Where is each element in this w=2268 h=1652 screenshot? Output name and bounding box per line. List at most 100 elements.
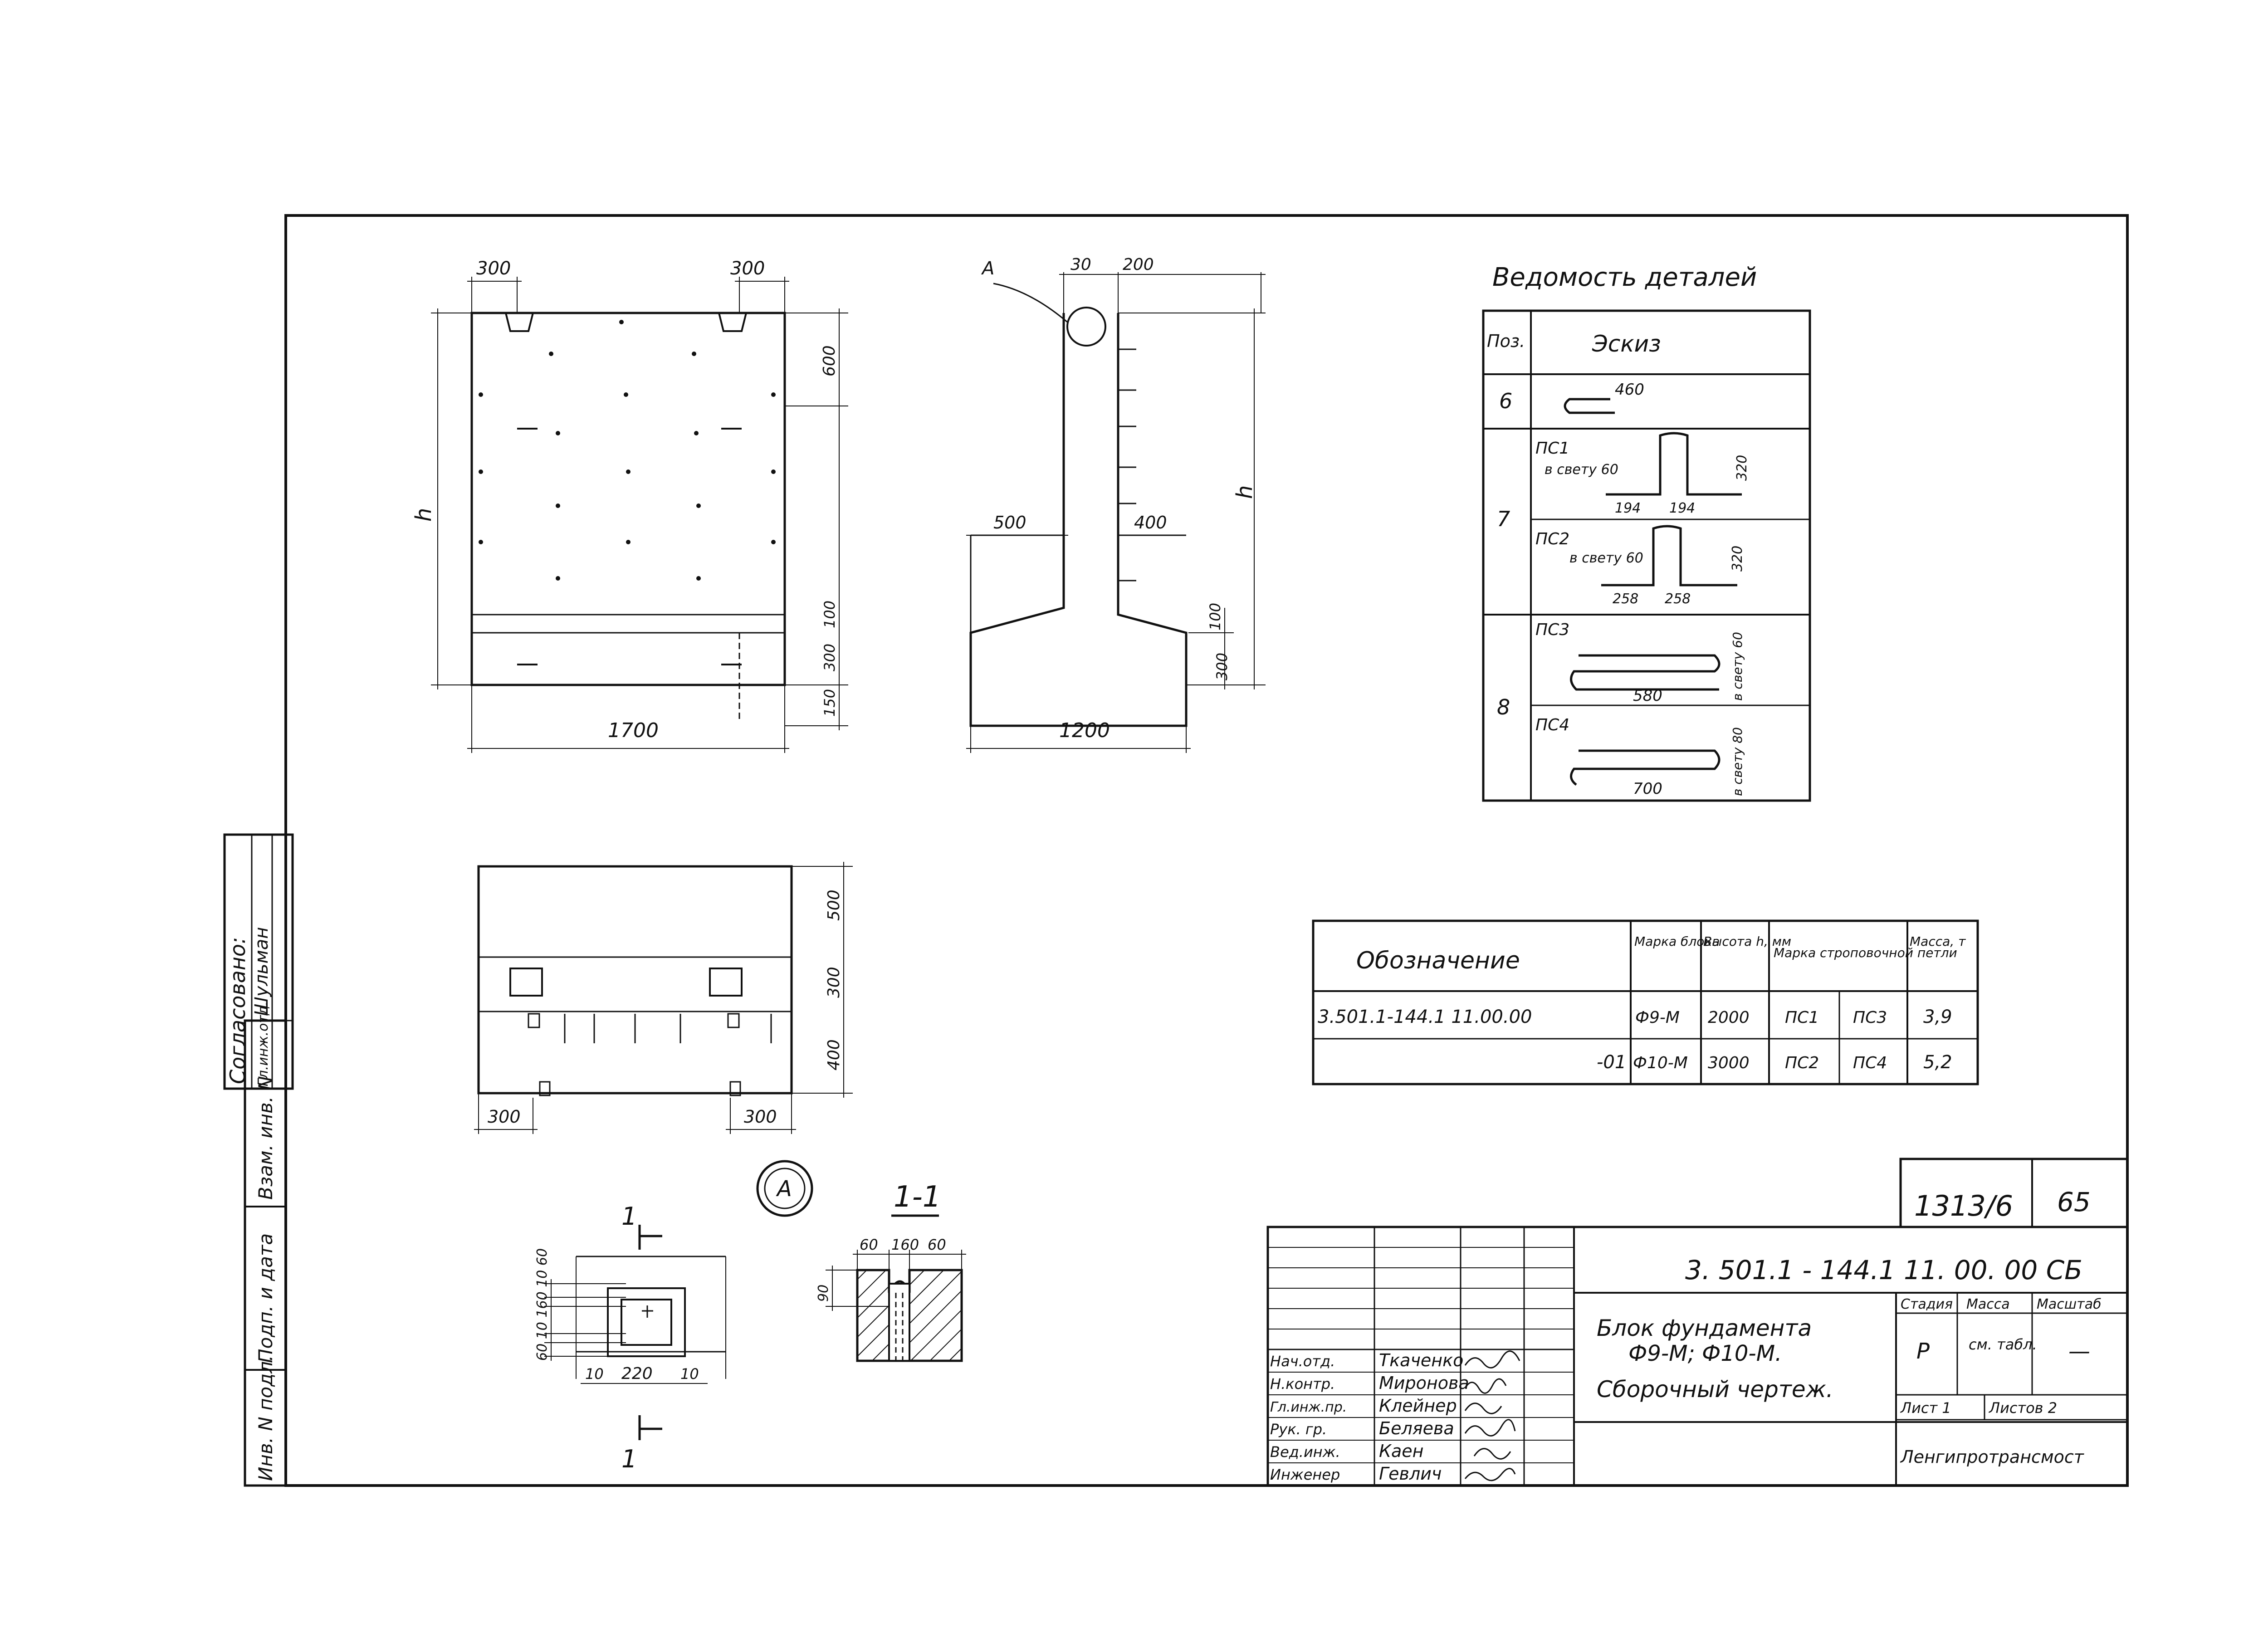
- parts-pc2-name: ПС2: [1535, 530, 1569, 548]
- marks-hdr-block: Марка блока: [1634, 934, 1720, 949]
- section-dim-160: 160: [891, 1236, 919, 1253]
- drawing-name-line2: Ф9-М; Ф10-М.: [1628, 1341, 1782, 1366]
- parts-col-sketch: Эскиз: [1592, 331, 1661, 357]
- person-6-role: Инженер: [1270, 1466, 1340, 1483]
- parts-row7-pos: 7: [1497, 507, 1510, 531]
- front-dim-top-right: 300: [730, 258, 765, 279]
- detail-section-mark-top: 1: [621, 1202, 637, 1231]
- parts-pc3-note: в свету 60: [1730, 632, 1745, 701]
- side-dim-100: 100: [1207, 603, 1224, 630]
- side-view: А 30 200 h 300 100 500 400 1200: [966, 255, 1266, 753]
- person-6-name: Гевлич: [1379, 1464, 1442, 1484]
- person-5-role: Вед.инж.: [1270, 1443, 1340, 1461]
- person-2-signature: [1464, 1378, 1507, 1394]
- parts-pc4-dim-len: 700: [1633, 780, 1662, 798]
- side-dim-500: 500: [993, 513, 1026, 533]
- title-block: Нач.отд. Ткаченко Н.контр. Миронова Гл.и…: [1266, 1226, 2129, 1487]
- side-dim-30: 30: [1070, 255, 1091, 274]
- side-dim-300: 300: [1213, 653, 1231, 680]
- title-left-grid: [1268, 1227, 1574, 1486]
- detail-dim-10-right: 10: [680, 1365, 699, 1383]
- parts-row6-pos: 6: [1499, 389, 1512, 413]
- parts-list: Ведомость деталей Поз. Эскиз 6 460 7 ПС1…: [1482, 263, 1811, 802]
- marks-row2-block: Ф10-М: [1633, 1054, 1688, 1072]
- sheet-frame: [284, 214, 2129, 1487]
- person-1-signature: [1464, 1350, 1520, 1369]
- marks-table: Обозначение Марка блока Высота h, мм Мар…: [1312, 919, 1979, 1085]
- side-rebar-ticks: [1118, 348, 1136, 582]
- top-dashed-lines: [564, 1014, 772, 1043]
- stage-value: Р: [1916, 1339, 1930, 1364]
- margin-replace-inv: Взам. инв. N: [254, 1076, 277, 1200]
- detail-a-marker: А: [776, 1176, 792, 1202]
- document-code: 3. 501.1 - 144.1 11. 00. 00 СБ: [1685, 1255, 2082, 1285]
- col-scale: Масштаб: [2037, 1296, 2102, 1312]
- marks-row1-height: 2000: [1708, 1008, 1750, 1027]
- marks-row1-block: Ф9-М: [1635, 1008, 1680, 1027]
- approval-title: Согласовано:: [225, 937, 250, 1084]
- marks-row2-height: 3000: [1708, 1054, 1750, 1072]
- parts-col-pos: Поз.: [1487, 331, 1525, 351]
- section-dim-60-left: 60: [860, 1236, 878, 1253]
- person-1-role: Нач.отд.: [1270, 1353, 1335, 1370]
- approval-role: Гл.инж.отд.: [255, 1002, 271, 1086]
- front-dim-top-left: 300: [476, 258, 511, 279]
- parts-pc4-name: ПС4: [1535, 716, 1569, 734]
- side-dim-400: 400: [1134, 513, 1167, 533]
- mass-value: см. табл.: [1969, 1336, 2037, 1353]
- person-4-role: Рук. гр.: [1270, 1421, 1327, 1438]
- front-dim-bottom: 1700: [608, 719, 659, 742]
- person-3-role: Гл.инж.пр.: [1270, 1399, 1347, 1415]
- parts-pc2-dim-a: 258: [1613, 591, 1638, 607]
- col-mass: Масса: [1966, 1296, 2010, 1312]
- person-3-signature: [1464, 1403, 1502, 1414]
- person-4-signature: [1464, 1419, 1516, 1437]
- scale-value: —: [2068, 1339, 2090, 1364]
- stamp-page: 65: [2057, 1187, 2091, 1217]
- front-dim-600: 600: [820, 345, 839, 376]
- side-callout-a: А: [981, 258, 994, 279]
- top-dim-bottom-left: 300: [488, 1107, 521, 1127]
- person-2-name: Миронова: [1379, 1373, 1469, 1393]
- parts-pc4-note: в свету 80: [1730, 727, 1745, 796]
- marks-row2-mass: 5,2: [1923, 1052, 1952, 1073]
- parts-pc1-name: ПС1: [1535, 439, 1569, 458]
- top-dim-bottom-right: 300: [744, 1107, 777, 1127]
- left-margin-strip: Инв. N подл. Подп. и дата Взам. инв. N: [244, 1019, 287, 1487]
- rebar-dots: [479, 320, 776, 581]
- section-dim-90: 90: [816, 1285, 831, 1302]
- marks-row1-loop2: ПС3: [1853, 1008, 1887, 1027]
- detail-dim-10-left: 10: [585, 1365, 604, 1383]
- drawing-name-line3: Сборочный чертеж.: [1597, 1376, 1833, 1403]
- stamp-number-box: 1313/6 65: [1899, 1158, 2129, 1228]
- stamp-number: 1313/6: [1914, 1189, 2013, 1222]
- marks-row1-mass: 3,9: [1923, 1007, 1952, 1027]
- margin-inv-no: Инв. N подл.: [254, 1355, 277, 1481]
- top-view: 500 300 400 300 300: [474, 862, 853, 1134]
- marks-row2-loop1: ПС2: [1785, 1054, 1819, 1072]
- marks-hdr-loop: Марка строповочной петли: [1774, 945, 1957, 960]
- drawing-name-line1: Блок фундамента: [1597, 1315, 1812, 1341]
- sheets-total: Листов 2: [1989, 1399, 2057, 1417]
- front-dim-100: 100: [821, 601, 838, 628]
- parts-pc1-dim-b: 194: [1669, 500, 1695, 516]
- section-1-1: 1-1 60 160 60 90: [816, 1180, 966, 1362]
- marks-hdr-height: Высота h, мм: [1703, 934, 1791, 949]
- parts-pc2-dim-h: 320: [1730, 546, 1745, 572]
- person-3-name: Клейнер: [1379, 1396, 1457, 1416]
- front-height-label: h: [411, 508, 436, 522]
- marks-hdr-designation: Обозначение: [1356, 947, 1520, 974]
- side-height-label: h: [1232, 485, 1257, 499]
- parts-pc3-name: ПС3: [1535, 621, 1569, 639]
- marks-row1-designation: 3.501.1-144.1 11.00.00: [1318, 1007, 1532, 1027]
- side-dim-bottom: 1200: [1059, 719, 1110, 742]
- sheet-number: Лист 1: [1900, 1399, 1951, 1417]
- approval-name: Шульман: [251, 927, 272, 1016]
- top-dim-400: 400: [825, 1039, 843, 1070]
- front-dim-300: 300: [821, 644, 838, 671]
- person-5-signature: [1473, 1448, 1511, 1460]
- parts-pc2-dim-b: 258: [1665, 591, 1691, 607]
- parts-pc3-dim-len: 580: [1633, 687, 1662, 705]
- parts-row6-dim: 460: [1615, 381, 1644, 399]
